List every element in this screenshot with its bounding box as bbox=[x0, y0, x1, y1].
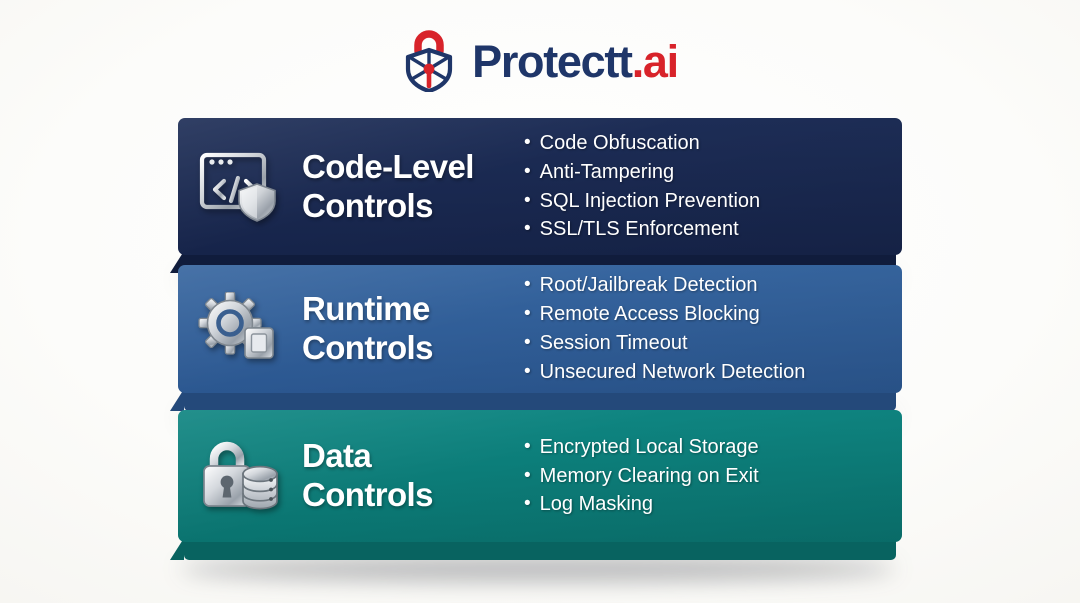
panel-title-line-1: Runtime bbox=[302, 290, 430, 328]
list-item: • Memory Clearing on Exit bbox=[524, 462, 892, 491]
list-item: • Root/Jailbreak Detection bbox=[524, 271, 892, 300]
list-item-label: Session Timeout bbox=[539, 332, 688, 354]
panel-code-level-controls[interactable]: Code-Level Controls • Code Obfuscation •… bbox=[170, 118, 902, 292]
bullet-icon: • bbox=[524, 218, 531, 240]
list-item: • Anti-Tampering bbox=[524, 158, 892, 187]
padlock-database-icon bbox=[178, 438, 302, 514]
list-item: • SQL Injection Prevention bbox=[524, 187, 892, 216]
bullet-icon: • bbox=[524, 435, 531, 457]
bullet-icon: • bbox=[524, 160, 531, 182]
panel-face: Code-Level Controls • Code Obfuscation •… bbox=[178, 118, 902, 255]
panel-title: Runtime Controls bbox=[302, 290, 524, 367]
list-item: • Encrypted Local Storage bbox=[524, 433, 892, 462]
bullet-icon: • bbox=[524, 303, 531, 325]
list-item-label: Anti-Tampering bbox=[539, 160, 675, 183]
panel-feature-list: • Code Obfuscation • Anti-Tampering • SQ… bbox=[524, 129, 902, 244]
bullet-icon: • bbox=[524, 493, 531, 515]
list-item: • Remote Access Blocking bbox=[524, 300, 892, 329]
bullet-icon: • bbox=[524, 131, 531, 153]
panel-title-line-1: Data bbox=[302, 437, 372, 475]
bullet-icon: • bbox=[524, 360, 531, 382]
list-item: • Unsecured Network Detection bbox=[524, 358, 892, 387]
list-item: • Code Obfuscation bbox=[524, 129, 892, 158]
list-item-label: Encrypted Local Storage bbox=[539, 435, 759, 458]
panel-title-line-1: Code-Level bbox=[302, 147, 474, 185]
gear-microchip-icon bbox=[178, 292, 302, 366]
bullet-icon: • bbox=[524, 274, 531, 296]
code-window-shield-icon bbox=[178, 150, 302, 224]
list-item-label: Remote Access Blocking bbox=[539, 303, 760, 326]
bullet-icon: • bbox=[524, 332, 531, 353]
panel-feature-list: • Encrypted Local Storage • Memory Clear… bbox=[524, 433, 902, 519]
panel-title: Code-Level Controls bbox=[302, 148, 524, 225]
list-item-label: Memory Clearing on Exit bbox=[539, 464, 759, 487]
panel-face: Runtime Controls • Root/Jailbreak Detect… bbox=[178, 265, 902, 393]
panel-bevel bbox=[170, 389, 896, 411]
list-item-label: Log Masking bbox=[539, 493, 654, 516]
panel-data-controls[interactable]: Data Controls • Encrypted Local Storage … bbox=[170, 410, 902, 582]
brand-name-primary: Protectt bbox=[472, 35, 633, 87]
brand-logo: Protectt.ai bbox=[0, 22, 1080, 100]
panel-shadow bbox=[180, 556, 896, 582]
list-item-label: SSL/TLS Enforcement bbox=[539, 218, 739, 241]
panel-title-line-2: Controls bbox=[302, 329, 433, 366]
bullet-icon: • bbox=[524, 464, 531, 486]
brand-name-suffix: .ai bbox=[631, 35, 679, 87]
panel-face: Data Controls • Encrypted Local Storage … bbox=[178, 410, 902, 542]
panel-runtime-controls[interactable]: Runtime Controls • Root/Jailbreak Detect… bbox=[170, 265, 902, 430]
list-item-label: SQL Injection Prevention bbox=[539, 189, 761, 212]
shield-lock-icon bbox=[406, 30, 453, 92]
panel-title-line-2: Controls bbox=[302, 186, 433, 224]
controls-stack: Code-Level Controls • Code Obfuscation •… bbox=[0, 112, 1080, 582]
list-item-label: Root/Jailbreak Detection bbox=[539, 274, 758, 297]
list-item-label: Code Obfuscation bbox=[539, 131, 700, 154]
list-item: • Session Timeout bbox=[524, 329, 892, 358]
list-item: • SSL/TLS Enforcement bbox=[524, 215, 892, 244]
bullet-icon: • bbox=[524, 189, 531, 211]
brand-wordmark: Protectt.ai bbox=[472, 35, 679, 87]
panel-bevel bbox=[170, 538, 896, 560]
panel-title: Data Controls bbox=[302, 437, 524, 514]
panel-title-line-2: Controls bbox=[302, 476, 433, 513]
panel-feature-list: • Root/Jailbreak Detection • Remote Acce… bbox=[524, 271, 902, 386]
list-item: • Log Masking bbox=[524, 490, 892, 519]
list-item-label: Unsecured Network Detection bbox=[539, 360, 806, 383]
